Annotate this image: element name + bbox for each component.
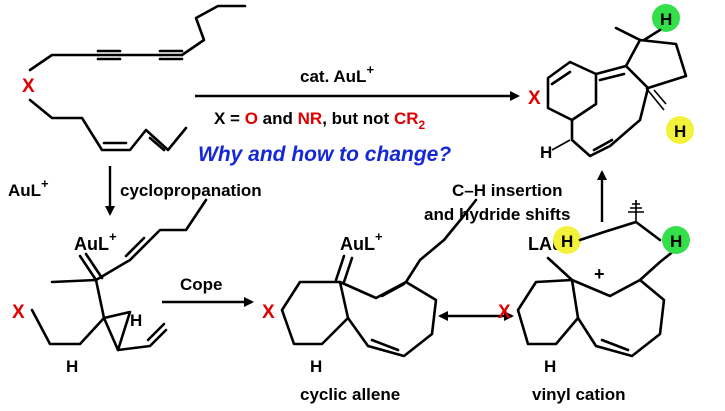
question-text: Why and how to change? bbox=[198, 143, 451, 166]
h-green-atom: H bbox=[660, 10, 672, 29]
h-atom: H bbox=[310, 357, 322, 376]
h-green-highlight bbox=[652, 4, 680, 32]
aul-gold: AuL+ bbox=[340, 229, 383, 254]
aul-gold: AuL+ bbox=[74, 229, 117, 254]
insertion-label-line2: and hydride shifts bbox=[424, 205, 570, 224]
h-atom: H bbox=[66, 357, 78, 376]
insertion-label-line1: C–H insertion bbox=[452, 181, 563, 200]
scope-statement: X = O and NR, but not CR2 bbox=[214, 109, 426, 132]
h-yellow-highlight bbox=[553, 226, 581, 254]
cation-charge: + bbox=[594, 264, 605, 284]
tricyclic-product: H H X H bbox=[528, 4, 694, 162]
left-reagent: AuL+ bbox=[8, 176, 49, 200]
caption-cyclic-allene: cyclic allene bbox=[300, 385, 400, 404]
cyclopropane-intermediate: AuL+ X H H bbox=[12, 198, 208, 376]
h-yellow-atom: H bbox=[561, 232, 573, 251]
caption-vinyl-cation: vinyl cation bbox=[532, 385, 626, 404]
x-heteroatom: X bbox=[498, 302, 511, 323]
x-heteroatom: X bbox=[262, 302, 275, 323]
h-atom: H bbox=[130, 311, 142, 330]
h-green-highlight bbox=[662, 226, 690, 254]
top-condition: cat. AuL+ bbox=[300, 62, 374, 86]
starting-diyne-diene: X bbox=[22, 4, 247, 152]
x-heteroatom: X bbox=[12, 302, 25, 323]
h-green-atom: H bbox=[670, 232, 682, 251]
h-atom: H bbox=[544, 357, 556, 376]
h-yellow-atom: H bbox=[674, 122, 686, 141]
vinyl-cation-intermediate: LAu + H H X H vinyl cation bbox=[498, 200, 690, 404]
cope-label: Cope bbox=[180, 275, 223, 294]
cyclopropanation-label: cyclopropanation bbox=[120, 181, 262, 200]
cyclic-allene-intermediate: AuL+ X H cyclic allene bbox=[262, 198, 478, 404]
h-yellow-highlight bbox=[666, 116, 694, 144]
h-atom: H bbox=[540, 143, 552, 162]
x-heteroatom: X bbox=[22, 76, 35, 97]
x-heteroatom: X bbox=[528, 88, 541, 109]
